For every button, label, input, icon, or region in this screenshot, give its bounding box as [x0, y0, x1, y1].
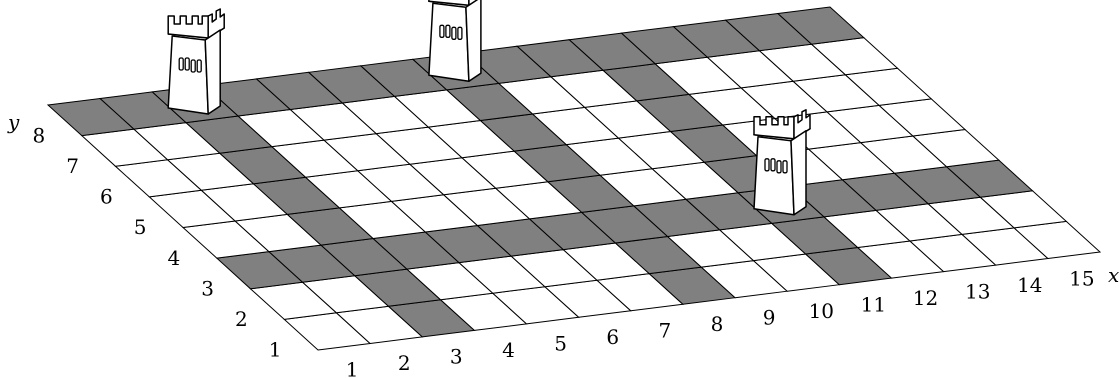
y-axis-label: y [7, 110, 20, 134]
y-tick-label: 6 [100, 185, 113, 209]
rook-icon [168, 9, 224, 114]
x-tick-label: 12 [913, 286, 938, 310]
rook-icon [754, 110, 810, 215]
x-tick-label: 9 [763, 306, 776, 330]
y-tick-label: 4 [168, 246, 181, 270]
x-tick-label: 7 [659, 319, 672, 343]
x-tick-label: 6 [606, 325, 619, 349]
y-tick-label: 3 [201, 276, 214, 300]
x-tick-label: 13 [965, 279, 990, 303]
x-tick-label: 10 [809, 299, 834, 323]
x-axis-label: x [1108, 263, 1119, 287]
x-tick-label: 14 [1017, 273, 1042, 297]
x-tick-label: 5 [554, 332, 567, 356]
x-tick-label: 11 [861, 292, 886, 316]
x-tick-label: 4 [502, 338, 515, 362]
y-tick-label: 5 [134, 215, 147, 239]
x-tick-label: 1 [346, 358, 359, 378]
y-tick-label: 1 [269, 338, 282, 362]
y-tick-label: 8 [33, 123, 46, 147]
x-tick-label: 15 [1069, 266, 1094, 290]
y-tick-label: 7 [66, 154, 79, 178]
x-tick-label: 8 [711, 312, 724, 336]
x-tick-label: 3 [450, 345, 463, 369]
y-tick-label: 2 [235, 307, 248, 331]
rook-icon [429, 0, 485, 81]
x-tick-label: 2 [398, 351, 411, 375]
